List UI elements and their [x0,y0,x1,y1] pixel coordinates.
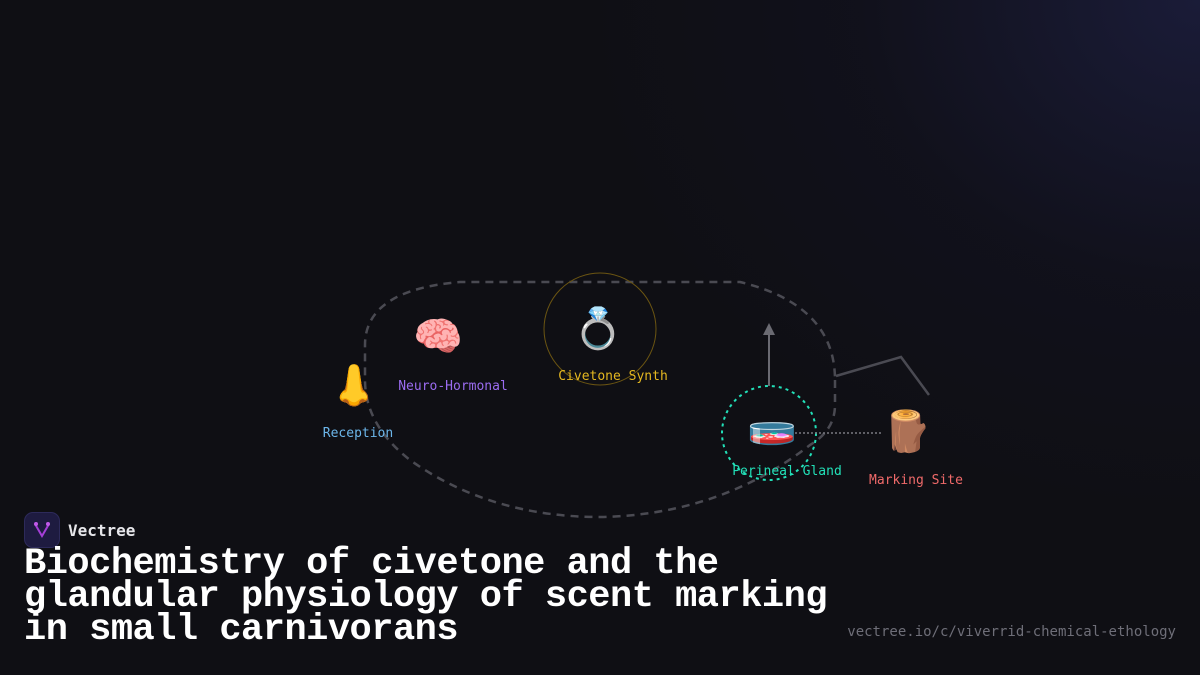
petri-dish-icon: 🧫 [747,401,797,447]
node-reception[interactable]: 👃 [329,366,379,406]
brain-icon: 🧠 [413,314,463,360]
node-neuro-hormonal[interactable]: 🧠 [413,317,463,357]
node-marking-site[interactable]: 🪵 [882,412,932,452]
title-line: in small carnivorans [24,609,459,651]
title-line: Biochemistry of civetone and the [24,543,719,585]
node-perineal-gland[interactable]: 🧫 [747,404,797,444]
wood-log-icon: 🪵 [882,409,932,455]
label-neuro-hormonal: Neuro-Hormonal [398,379,508,394]
arrow-head-icon [763,323,775,335]
brand-name: Vectree [68,520,136,540]
label-reception: Reception [322,426,394,441]
civetone-halo [543,272,657,386]
page-title: Biochemistry of civetone and the glandul… [24,546,864,649]
nose-icon: 👃 [329,363,379,409]
source-url[interactable]: vectree.io/c/viverrid-chemical-ethology [847,624,1176,640]
label-marking-site: Marking Site [869,473,963,488]
cycle-loop-path [363,280,837,519]
title-line: glandular physiology of scent marking [24,576,828,618]
node-civetone-synth[interactable]: 💍 [573,309,623,349]
dispersal-path [835,355,931,396]
label-civetone-synth: Civetone Synth [558,369,668,384]
brand: Vectree [24,512,135,548]
ring-icon: 💍 [573,306,623,352]
vectree-logo-icon [24,512,60,548]
label-perineal-gland: Perineal Gland [732,464,842,479]
